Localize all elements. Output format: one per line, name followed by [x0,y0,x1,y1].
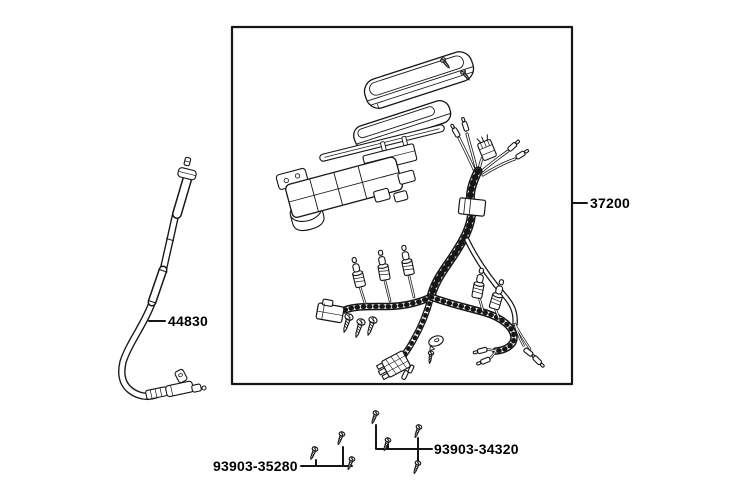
harness-connector-fan [448,116,531,175]
meter-exploded-view [276,48,477,234]
label-screws [307,409,423,475]
speedometer-cable-drawing [122,157,206,400]
harness-bottom-connector [375,297,431,381]
leader-93903-34320 [376,425,432,462]
bullet-terminal [472,346,489,356]
screw-icon [369,409,380,425]
screw-icon [412,423,423,439]
screw-icon [426,350,435,365]
harness-left-branch [316,297,431,323]
meter-case [276,141,421,235]
assembly-boundary-box [232,27,572,384]
cable-clamp [426,334,446,351]
cable-clip [174,369,188,384]
bullet-terminal [506,138,522,153]
bulb-socket [374,248,391,282]
multi-pin-connector [475,134,497,161]
bulb-socket [348,255,367,289]
screw-icon [351,317,367,340]
part-label-meter-harness: 37200 [590,195,630,211]
block-connector [316,298,345,323]
bullet-terminal [459,116,470,133]
screw-icon [307,445,319,461]
part-label-screw-set-b: 93903-34320 [434,441,519,457]
bulb-socket [397,243,416,277]
part-label-speedometer-cable: 44830 [168,313,208,329]
leader-93903-35280 [301,447,352,466]
bullet-terminal [448,122,462,139]
bullet-terminal [475,356,492,367]
leader-lines [149,203,587,466]
screw-icon [335,430,346,446]
bullet-terminal [514,147,531,161]
harness-trunk [431,171,486,297]
bullet-terminal [531,354,546,369]
screw-icon [411,459,422,475]
harness-right-branch [431,297,514,351]
screw-icon [363,315,379,338]
screw-icon [345,455,356,471]
part-label-screw-set-a: 93903-35280 [213,458,298,474]
meter-top-cover [361,48,477,111]
wiring-harness-drawing [316,116,546,381]
